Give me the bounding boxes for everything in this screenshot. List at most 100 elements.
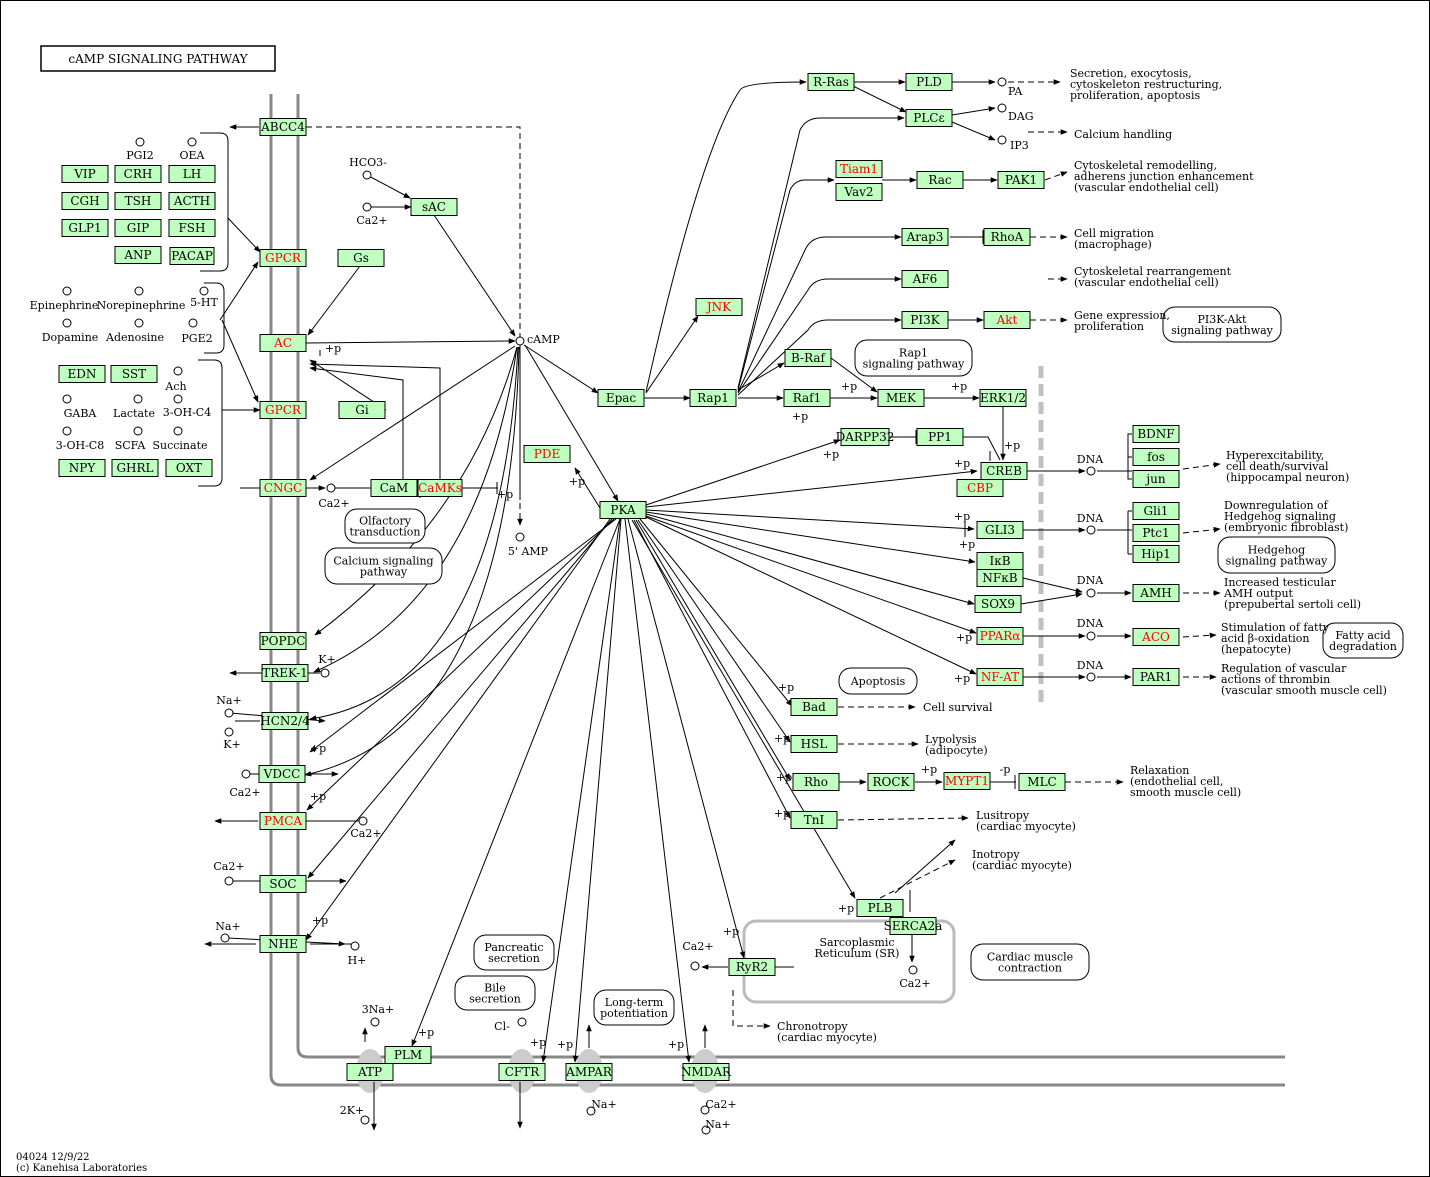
gene-node-lh[interactable]: LH <box>168 165 216 183</box>
gene-node-serca2a[interactable]: SERCA2a <box>884 917 943 935</box>
gene-node-pi3k[interactable]: PI3K <box>901 311 949 329</box>
gene-label: HCN2/4 <box>260 714 310 728</box>
gene-node-ac[interactable]: AC <box>259 334 307 352</box>
gene-node-jun[interactable]: jun <box>1132 470 1180 488</box>
gene-node-cftr[interactable]: CFTR <box>498 1063 546 1081</box>
gene-node-sst[interactable]: SST <box>110 365 158 383</box>
gene-node-rras[interactable]: R-Ras <box>807 73 855 91</box>
gene-node-gpcr1[interactable]: GPCR <box>259 249 307 267</box>
gene-node-hsl[interactable]: HSL <box>790 735 838 753</box>
gene-node-anp[interactable]: ANP <box>114 246 162 264</box>
gene-node-rock[interactable]: ROCK <box>867 773 915 791</box>
gene-node-sox9[interactable]: SOX9 <box>974 595 1022 613</box>
gene-node-pde[interactable]: PDE <box>523 445 571 463</box>
gene-node-sac[interactable]: sAC <box>410 198 458 216</box>
gene-node-soc[interactable]: SOC <box>259 875 307 893</box>
gene-node-braf[interactable]: B-Raf <box>784 349 832 367</box>
gene-node-rhoa[interactable]: RhoA <box>983 228 1031 246</box>
gene-node-af6[interactable]: AF6 <box>901 270 949 288</box>
gene-node-hip1[interactable]: Hip1 <box>1132 545 1180 563</box>
gene-node-tiam1[interactable]: Tiam1 <box>835 160 883 178</box>
gene-node-abcc4[interactable]: ABCC4 <box>259 118 307 136</box>
gene-node-hcn[interactable]: HCN2/4 <box>260 712 310 730</box>
gene-node-nfkb[interactable]: NFκB <box>976 569 1024 587</box>
gene-node-rho[interactable]: Rho <box>792 773 840 791</box>
gene-node-trek1[interactable]: TREK-1 <box>261 664 309 682</box>
gene-node-par1[interactable]: PAR1 <box>1132 668 1180 686</box>
gene-node-bad[interactable]: Bad <box>790 698 838 716</box>
gene-node-tni[interactable]: TnI <box>790 811 838 829</box>
gene-node-fsh[interactable]: FSH <box>168 219 216 237</box>
gene-node-ghrl[interactable]: GHRL <box>111 459 159 477</box>
gene-node-cbp[interactable]: CBP <box>956 479 1004 497</box>
gene-node-plb[interactable]: PLB <box>856 899 904 917</box>
gene-node-pacap[interactable]: PACAP <box>169 247 215 265</box>
gene-node-popdc[interactable]: POPDC <box>259 632 307 650</box>
gene-node-mypt1[interactable]: MYPT1 <box>943 772 991 790</box>
gene-node-npy[interactable]: NPY <box>58 459 106 477</box>
gene-node-mek[interactable]: MEK <box>877 389 925 407</box>
gene-node-arap3[interactable]: Arap3 <box>901 228 949 246</box>
gene-node-pmca[interactable]: PMCA <box>259 812 307 830</box>
gene-node-pak1[interactable]: PAK1 <box>997 171 1045 189</box>
gene-node-cgh[interactable]: CGH <box>61 192 109 210</box>
gene-node-nhe[interactable]: NHE <box>259 935 307 953</box>
gene-node-amh[interactable]: AMH <box>1132 584 1180 602</box>
gene-node-crh[interactable]: CRH <box>114 165 162 183</box>
gene-node-vav2[interactable]: Vav2 <box>835 183 883 201</box>
gene-node-atp[interactable]: ATP <box>346 1063 394 1081</box>
gene-node-ryr2[interactable]: RyR2 <box>728 958 776 976</box>
gene-node-akt[interactable]: Akt <box>983 311 1031 329</box>
gene-node-gli1[interactable]: Gli1 <box>1132 502 1180 520</box>
gene-node-gi[interactable]: Gi <box>338 401 386 419</box>
gene-node-ppara[interactable]: PPARα <box>976 627 1024 645</box>
gene-node-darpp32[interactable]: DARPP32 <box>836 428 895 446</box>
gene-node-fos[interactable]: fos <box>1132 448 1180 466</box>
gene-node-tsh[interactable]: TSH <box>114 192 162 210</box>
gene-node-ikb[interactable]: IκB <box>976 552 1024 570</box>
gene-node-camks[interactable]: CaMKs <box>417 479 463 497</box>
gene-node-acth[interactable]: ACTH <box>168 192 216 210</box>
gene-node-vip[interactable]: VIP <box>61 165 109 183</box>
gene-node-jnk[interactable]: JNK <box>695 298 743 316</box>
gene-node-cngc[interactable]: CNGC <box>259 479 307 497</box>
gene-node-nmdar[interactable]: NMDAR <box>681 1063 732 1081</box>
gene-node-glp1[interactable]: GLP1 <box>61 219 109 237</box>
gene-node-pka[interactable]: PKA <box>599 501 647 519</box>
gene-node-pp1[interactable]: PP1 <box>916 428 964 446</box>
gene-node-plce[interactable]: PLCε <box>905 109 953 127</box>
gene-node-gpcr2[interactable]: GPCR <box>259 401 307 419</box>
gene-node-erk[interactable]: ERK1/2 <box>979 389 1027 407</box>
gene-node-ampar[interactable]: AMPAR <box>565 1063 613 1081</box>
gene-node-gs[interactable]: Gs <box>337 249 385 267</box>
gene-node-rac[interactable]: Rac <box>916 171 964 189</box>
gene-node-edn[interactable]: EDN <box>58 365 106 383</box>
gene-node-nfat[interactable]: NF-AT <box>976 668 1024 686</box>
gene-node-ptc1[interactable]: Ptc1 <box>1132 524 1180 542</box>
gene-node-creb[interactable]: CREB <box>980 462 1028 480</box>
gene-node-oxt[interactable]: OXT <box>165 459 213 477</box>
gene-node-raf1[interactable]: Raf1 <box>783 389 831 407</box>
gene-node-pld[interactable]: PLD <box>905 73 953 91</box>
gene-node-aco[interactable]: ACO <box>1132 628 1180 646</box>
gene-node-vdcc[interactable]: VDCC <box>258 765 306 783</box>
gene-node-bdnf[interactable]: BDNF <box>1132 425 1180 443</box>
gene-node-gli3[interactable]: GLI3 <box>976 521 1024 539</box>
gene-node-cam[interactable]: CaM <box>370 479 418 497</box>
gene-node-plm[interactable]: PLM <box>384 1046 432 1064</box>
gene-node-gip[interactable]: GIP <box>114 219 162 237</box>
gene-node-rap1[interactable]: Rap1 <box>689 389 737 407</box>
pathway-link-apoptosis[interactable]: Apoptosis <box>838 667 918 695</box>
gene-node-mlc[interactable]: MLC <box>1018 773 1066 791</box>
gene-node-epac[interactable]: Epac <box>597 389 645 407</box>
